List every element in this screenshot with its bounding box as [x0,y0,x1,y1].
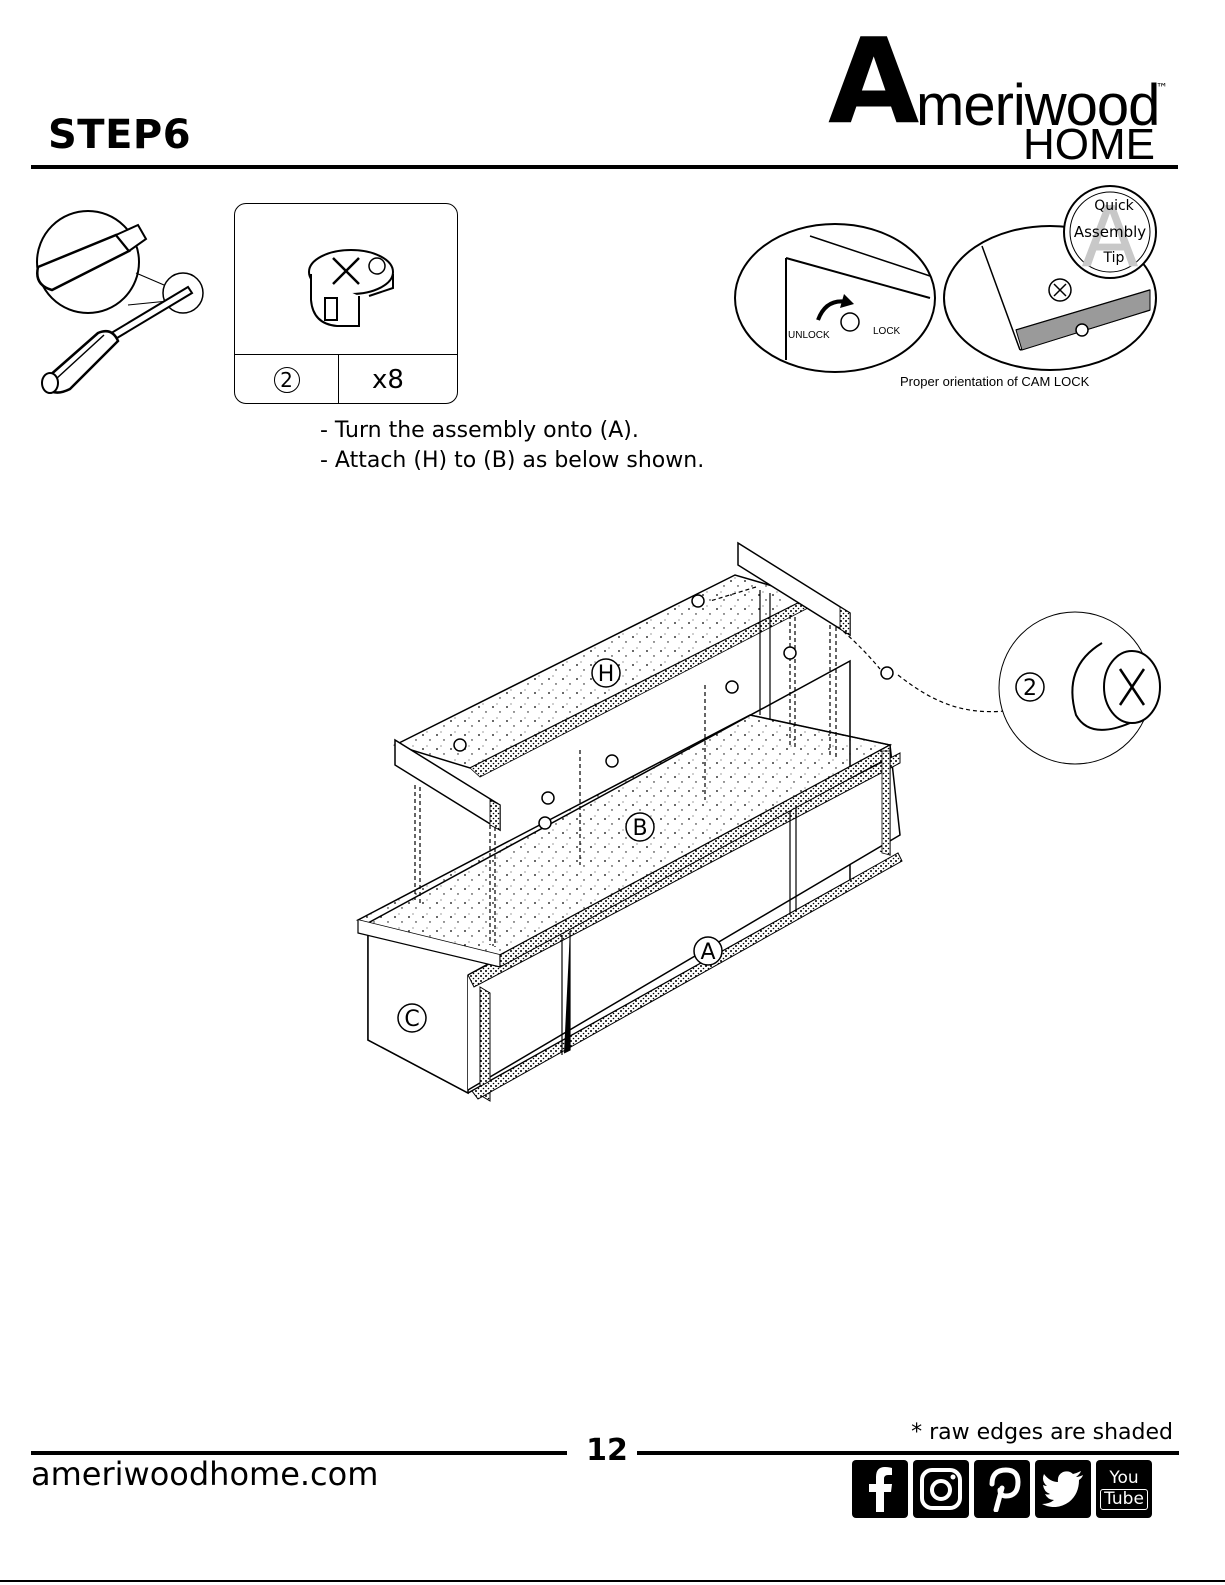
facebook-icon[interactable] [852,1460,908,1518]
part-label-a: A [700,940,715,965]
tip-caption: Proper orientation of CAM LOCK [900,374,1089,389]
social-icons: You Tube [852,1460,1152,1520]
hardware-part-id: 2 [235,355,339,404]
page-number: 12 [577,1433,637,1468]
pinterest-icon[interactable] [974,1460,1030,1518]
unlock-label: UNLOCK [788,330,830,341]
instruction-line: - Attach (H) to (B) as below shown. [320,446,704,476]
ameriwood-home-logo: A meriwood ™ HOME [828,30,1173,162]
footer-rule [637,1451,1179,1455]
bottom-rule [0,1580,1225,1582]
hardware-box: 2 x8 [234,203,458,404]
hardware-quantity: x8 [339,355,457,404]
assembly-diagram: 2 H B A C [350,535,1170,1115]
screwdriver-icon [28,205,208,400]
step-title: STEP6 [48,112,191,158]
raw-edges-footnote: * raw edges are shaded [911,1420,1173,1445]
youtube-you: You [1109,1469,1138,1488]
cam-lock-tip-illustration: UNLOCK LOCK A Quick Assembly Tip [730,180,1170,375]
part-label-b: B [632,816,647,841]
website-link[interactable]: ameriwoodhome.com [31,1455,378,1493]
part-label-c: C [404,1007,419,1032]
header-rule [31,165,1178,169]
twitter-icon[interactable] [1035,1460,1091,1518]
youtube-tube: Tube [1100,1489,1148,1510]
brand-home: HOME [1023,120,1155,162]
brand-letter: A [828,30,919,150]
cam-lock-icon [297,234,407,334]
youtube-icon[interactable]: You Tube [1096,1460,1152,1518]
badge-line-3: Tip [1103,250,1125,266]
part-label-h: H [598,662,615,687]
badge-line-1: Quick [1094,198,1134,214]
instagram-icon[interactable] [913,1460,969,1518]
brand-tm: ™ [1156,81,1168,95]
callout-part-label: 2 [1023,676,1037,701]
instructions: - Turn the assembly onto (A). - Attach (… [320,416,704,476]
badge-line-2: Assembly [1074,223,1146,241]
lock-label: LOCK [873,326,901,337]
instruction-line: - Turn the assembly onto (A). [320,416,704,446]
